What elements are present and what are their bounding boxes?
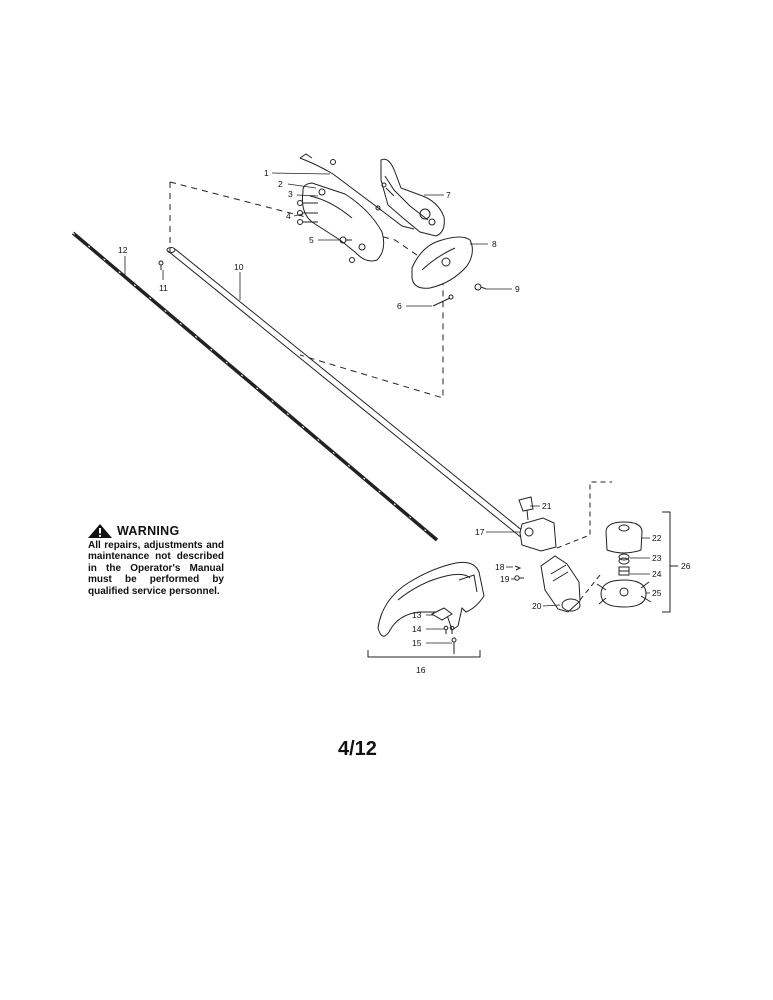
shaft-tube — [166, 247, 535, 544]
drive-shaft — [71, 231, 439, 542]
part-label-5: 5 — [309, 235, 314, 245]
part-label-25: 25 — [652, 588, 662, 598]
part-label-15: 15 — [412, 638, 422, 648]
part-label-23: 23 — [652, 553, 662, 563]
warning-title: WARNING — [117, 524, 180, 538]
handle-screws — [297, 200, 355, 263]
part-label-4: 4 — [286, 211, 291, 221]
part-label-17: 17 — [475, 527, 485, 537]
part-label-3: 3 — [288, 189, 293, 199]
part-label-19: 19 — [500, 574, 510, 584]
part-label-22: 22 — [652, 533, 662, 543]
gear-head — [540, 555, 581, 613]
trimmer-cap — [605, 521, 643, 554]
bracket-26 — [662, 511, 678, 613]
part-label-18: 18 — [495, 562, 505, 572]
part-label-1: 1 — [264, 168, 269, 178]
spool-spring — [618, 553, 630, 576]
warning-header: WARNING — [88, 524, 224, 538]
part-label-20: 20 — [532, 601, 542, 611]
warning-notice: WARNING All repairs, adjustments and mai… — [88, 524, 224, 597]
part-label-9: 9 — [515, 284, 520, 294]
part-label-13: 13 — [412, 610, 422, 620]
wing-knob — [518, 496, 534, 521]
shaft-screw — [158, 260, 164, 270]
part-label-7: 7 — [446, 190, 451, 200]
leader-lines — [124, 172, 650, 644]
trigger-housing — [380, 158, 445, 237]
part-label-6: 6 — [397, 301, 402, 311]
shaft-clamp — [519, 517, 557, 552]
part-labels: 1 2 3 4 5 6 7 8 9 10 11 12 13 14 15 16 1… — [118, 168, 691, 675]
page-number: 4/12 — [338, 738, 377, 760]
cap-dashed-lines — [556, 481, 612, 601]
spool-with-line — [596, 579, 652, 608]
gearhead-screws — [514, 565, 524, 581]
part-label-21: 21 — [542, 501, 552, 511]
part-label-2: 2 — [278, 179, 283, 189]
grip-cover — [411, 236, 473, 289]
part-label-16: 16 — [416, 665, 426, 675]
warning-text: All repairs, adjustments and maintenance… — [88, 540, 224, 597]
part-label-14: 14 — [412, 624, 422, 634]
grass-shield — [377, 561, 485, 637]
shield-bracket — [367, 650, 481, 658]
handle-housing — [301, 182, 385, 262]
part-label-24: 24 — [652, 569, 662, 579]
part-label-26: 26 — [681, 561, 691, 571]
part-label-11: 11 — [159, 283, 168, 293]
warning-triangle-icon — [88, 524, 112, 538]
cover-screw — [474, 283, 487, 291]
part-label-8: 8 — [492, 239, 497, 249]
shield-hardware — [430, 607, 457, 654]
long-screw — [432, 294, 454, 307]
part-label-12: 12 — [118, 245, 128, 255]
part-label-10: 10 — [234, 262, 244, 272]
